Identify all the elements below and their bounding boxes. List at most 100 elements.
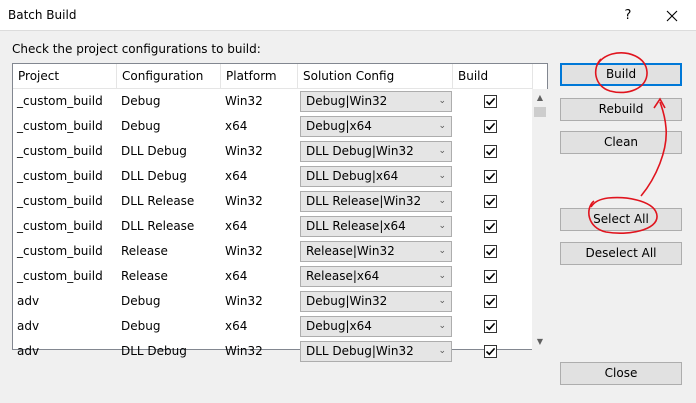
cell-project: _custom_build (17, 194, 103, 208)
build-checkbox[interactable] (484, 220, 497, 233)
deselect-all-button[interactable]: Deselect All (560, 242, 682, 265)
column-header-project[interactable]: Project (13, 64, 117, 89)
cell-platform: Win32 (225, 94, 263, 108)
list-header: Project Configuration Platform Solution … (13, 64, 533, 89)
cell-configuration: DLL Release (121, 219, 195, 233)
chevron-down-icon: ⌄ (438, 346, 446, 356)
chevron-down-icon: ⌄ (438, 196, 446, 206)
cell-configuration: DLL Debug (121, 344, 187, 358)
chevron-down-icon: ⌄ (438, 96, 446, 106)
cell-project: _custom_build (17, 94, 103, 108)
solution-config-value: DLL Debug|Win32 (306, 144, 414, 158)
column-header-solution-config[interactable]: Solution Config (298, 64, 453, 89)
solution-config-dropdown[interactable]: Debug|Win32⌄ (300, 291, 452, 312)
solution-config-dropdown[interactable]: Debug|x64⌄ (300, 116, 452, 137)
solution-config-dropdown[interactable]: DLL Release|Win32 ⌄ (300, 191, 452, 212)
select-all-button[interactable]: Select All (560, 208, 682, 231)
column-header-build[interactable]: Build (453, 64, 533, 89)
close-window-button[interactable] (652, 2, 692, 29)
cell-project: _custom_build (17, 119, 103, 133)
solution-config-dropdown[interactable]: Release|x64⌄ (300, 266, 452, 287)
solution-config-value: DLL Debug|Win32 (306, 344, 414, 358)
solution-config-dropdown[interactable]: DLL Debug|Win32⌄ (300, 141, 452, 162)
column-header-configuration[interactable]: Configuration (117, 64, 221, 89)
chevron-down-icon: ⌄ (438, 246, 446, 256)
build-checkbox[interactable] (484, 270, 497, 283)
help-button[interactable]: ? (624, 8, 632, 23)
build-checkbox[interactable] (484, 195, 497, 208)
clean-button[interactable]: Clean (560, 131, 682, 154)
cell-configuration: DLL Debug (121, 144, 187, 158)
rebuild-button[interactable]: Rebuild (560, 98, 682, 121)
checkmark-icon (485, 197, 496, 206)
table-row[interactable]: _custom_build DLL Release x64 DLL Release|x… (13, 214, 533, 239)
scroll-down-icon[interactable]: ▼ (536, 337, 544, 346)
cell-platform: Win32 (225, 144, 263, 158)
build-checkbox[interactable] (484, 245, 497, 258)
solution-config-value: DLL Release|Win32 (306, 194, 422, 208)
cell-platform: x64 (225, 269, 248, 283)
solution-config-dropdown[interactable]: DLL Debug|x64⌄ (300, 166, 452, 187)
close-button[interactable]: Close (560, 362, 682, 385)
column-header-platform[interactable]: Platform (221, 64, 298, 89)
cell-platform: x64 (225, 219, 248, 233)
cell-configuration: Release (121, 244, 168, 258)
checkmark-icon (485, 297, 496, 306)
solution-config-dropdown[interactable]: Debug|x64⌄ (300, 316, 452, 337)
cell-platform: x64 (225, 169, 248, 183)
checkmark-icon (485, 222, 496, 231)
cell-configuration: Debug (121, 294, 161, 308)
table-row[interactable]: adv DLL Debug Win32 DLL Debug|Win32 ⌄ (13, 339, 533, 364)
cell-platform: Win32 (225, 194, 263, 208)
solution-config-value: Release|x64 (306, 269, 380, 283)
solution-config-dropdown[interactable]: DLL Release|x64⌄ (300, 216, 452, 237)
chevron-down-icon: ⌄ (438, 121, 446, 131)
cell-configuration: Release (121, 269, 168, 283)
cell-project: _custom_build (17, 219, 103, 233)
solution-config-dropdown[interactable]: DLL Debug|Win32 ⌄ (300, 341, 452, 362)
build-checkbox[interactable] (484, 320, 497, 333)
checkmark-icon (485, 147, 496, 156)
chevron-down-icon: ⌄ (438, 321, 446, 331)
cell-platform: Win32 (225, 344, 263, 358)
cell-platform: Win32 (225, 294, 263, 308)
build-checkbox[interactable] (484, 345, 497, 358)
cell-project: adv (17, 294, 40, 308)
checkmark-icon (485, 322, 496, 331)
instruction-label: Check the project configurations to buil… (12, 42, 261, 56)
solution-config-dropdown[interactable]: Release|Win32 ⌄ (300, 241, 452, 262)
solution-config-value: Debug|Win32 (306, 94, 388, 108)
build-checkbox[interactable] (484, 170, 497, 183)
checkmark-icon (485, 97, 496, 106)
scroll-thumb[interactable] (534, 107, 546, 117)
checkmark-icon (485, 172, 496, 181)
scroll-up-icon[interactable]: ▲ (536, 93, 544, 102)
build-button[interactable]: Build (560, 63, 682, 86)
cell-platform: x64 (225, 319, 248, 333)
checkmark-icon (485, 247, 496, 256)
cell-project: _custom_build (17, 169, 103, 183)
cell-project: adv (17, 344, 40, 358)
build-checkbox[interactable] (484, 295, 497, 308)
checkmark-icon (485, 272, 496, 281)
build-checkbox[interactable] (484, 120, 497, 133)
solution-config-value: Release|Win32 (306, 244, 395, 258)
vertical-scrollbar[interactable]: ▲ ▼ (532, 89, 548, 350)
table-row[interactable]: adv Debug Win32 Debug|Win32⌄ (13, 289, 533, 314)
chevron-down-icon: ⌄ (438, 296, 446, 306)
chevron-down-icon: ⌄ (438, 171, 446, 181)
build-checkbox[interactable] (484, 95, 497, 108)
build-checkbox[interactable] (484, 145, 497, 158)
configurations-list[interactable]: Project Configuration Platform Solution … (12, 63, 548, 362)
cell-project: _custom_build (17, 244, 103, 258)
solution-config-dropdown[interactable]: Debug|Win32 ⌄ (300, 91, 452, 112)
